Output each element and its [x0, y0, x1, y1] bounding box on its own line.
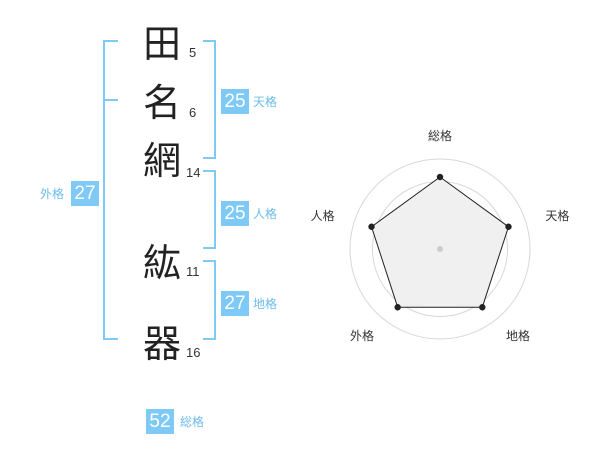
tenkaku-badge: 25	[221, 89, 249, 114]
stroke-count-2: 6	[189, 105, 197, 120]
radar-axis-label-3: 外格	[350, 328, 374, 343]
gaikaku-label: 外格	[40, 187, 65, 201]
jinkaku-badge: 25	[221, 201, 249, 226]
stroke-count-4: 11	[186, 264, 200, 279]
soukaku-badge: 52	[146, 409, 174, 434]
radar-point-0	[436, 173, 444, 181]
name-char-3: 網	[143, 139, 182, 183]
jinkaku-label: 人格	[253, 207, 278, 221]
radar-center-dot	[437, 246, 443, 252]
radar-axis-label-0: 総格	[428, 128, 452, 143]
radar-polygon	[370, 176, 510, 308]
radar-point-2	[479, 304, 486, 311]
radar-point-1	[505, 223, 512, 230]
radar-axis-label-2: 地格	[506, 328, 530, 343]
stroke-count-3: 14	[186, 165, 201, 180]
radar-point-3	[394, 304, 401, 311]
name-char-4: 紘	[143, 241, 182, 285]
name-char-1: 田	[143, 22, 182, 66]
radar-axis-label-1: 天格	[545, 208, 569, 223]
radar-point-4	[368, 223, 375, 230]
radar-axis-label-4: 人格	[311, 208, 335, 223]
chikaku-label: 地格	[253, 297, 278, 311]
soukaku-label: 総格	[180, 415, 205, 429]
tenkaku-label: 天格	[253, 95, 278, 109]
gaikaku-badge: 27	[71, 181, 99, 206]
name-char-5: 器	[143, 322, 182, 366]
radar-points	[368, 173, 512, 311]
stroke-count-1: 5	[189, 45, 197, 60]
radar-ring-4	[349, 158, 531, 340]
bracket-lines	[103, 40, 216, 340]
chikaku-badge: 27	[221, 291, 249, 316]
stroke-count-5: 16	[186, 345, 201, 360]
name-char-2: 名	[143, 81, 182, 125]
